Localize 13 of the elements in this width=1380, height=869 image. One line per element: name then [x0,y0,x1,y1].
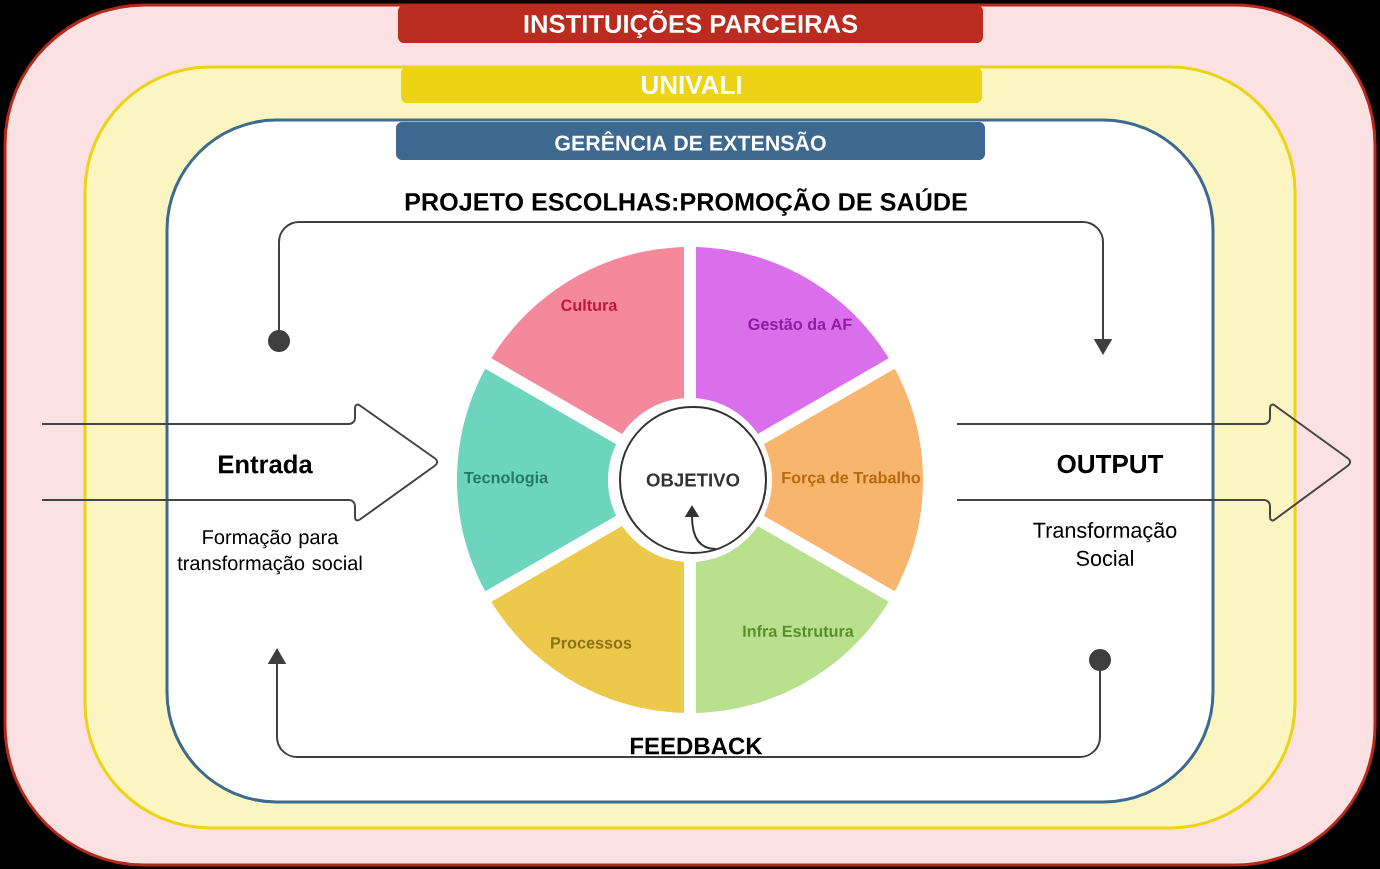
header-banner: INSTITUIÇÕES PARCEIRAS [398,5,983,43]
header-banner: GERÊNCIA DE EXTENSÃO [396,122,985,160]
wheel-segment: Gestão da AF [696,247,889,434]
edge-label: FEEDBACK [630,737,763,755]
caption-text: Formação para transformação social [177,529,362,575]
header-banner: UNIVALI [401,67,982,103]
wheel-segment: Força de Trabalho [763,368,923,592]
caption-text: Transformação Social [1033,522,1177,566]
wheel-segment: Tecnologia [457,368,617,592]
wheel-segment: Processos [491,526,684,713]
title-text: PROJETO ESCOLHAS:PROMOÇÃO DE SAÚDE [405,188,967,216]
wheel-segment: Cultura [491,247,684,434]
wheel-segment: Infra Estrutura [696,526,889,713]
